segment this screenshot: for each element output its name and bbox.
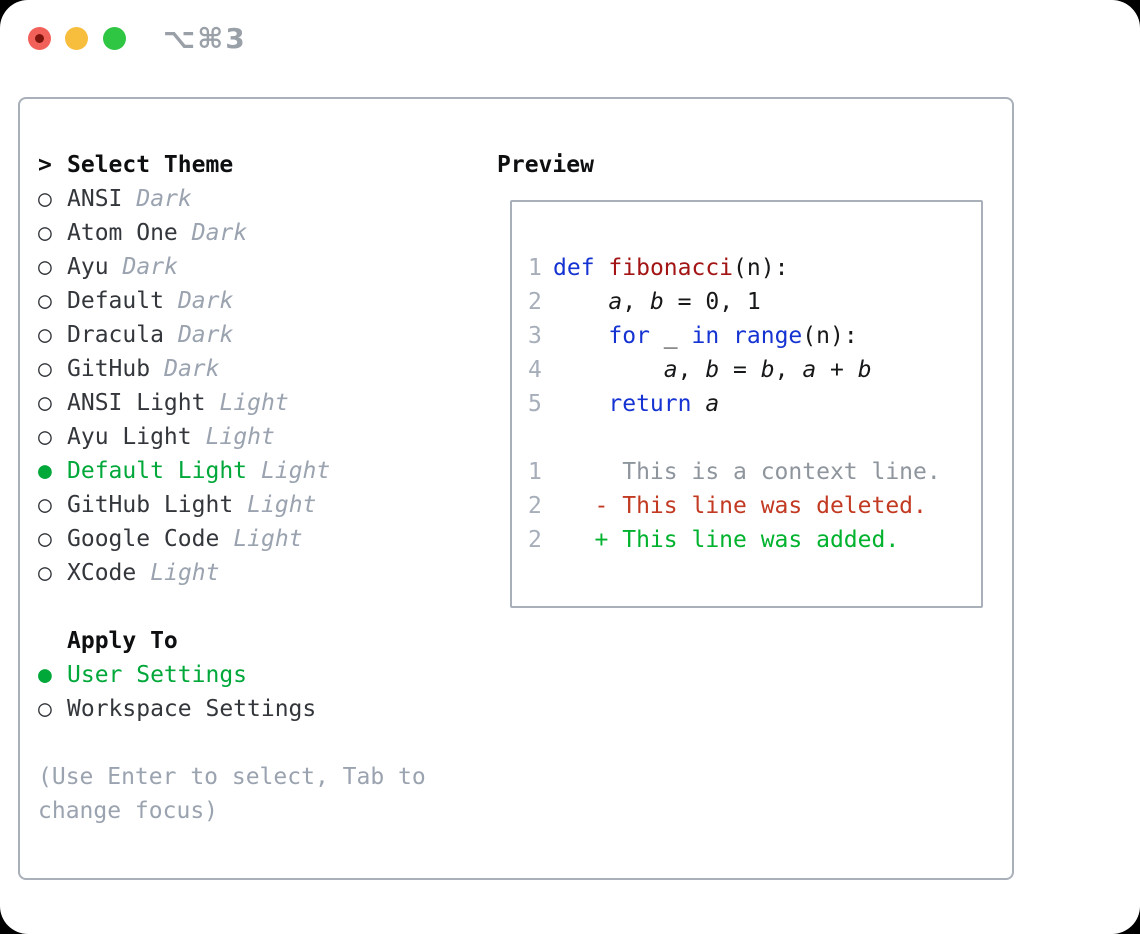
line-number: 1	[528, 255, 542, 281]
code-line: 4 a, b = b, a + b	[528, 353, 981, 387]
radio-unselected-icon: ○	[38, 322, 52, 348]
close-button[interactable]	[28, 27, 51, 50]
theme-option-label: GitHub Light	[67, 492, 234, 518]
line-number: 3	[528, 323, 542, 349]
theme-option-label: Ayu	[67, 254, 109, 280]
theme-option-google-code[interactable]: ○ Google Code Light	[38, 522, 470, 556]
radio-unselected-icon: ○	[38, 254, 52, 280]
radio-unselected-icon: ○	[38, 186, 52, 212]
theme-option-ansi[interactable]: ○ ANSI Dark	[38, 182, 470, 216]
radio-selected-icon: ●	[38, 458, 52, 484]
code-text: a, b = 0, 1	[608, 289, 761, 315]
theme-option-dracula[interactable]: ○ Dracula Dark	[38, 318, 470, 352]
theme-variant-badge: Dark	[191, 220, 248, 246]
theme-option-ansi-light[interactable]: ○ ANSI Light Light	[38, 386, 470, 420]
code-text: return a	[608, 391, 720, 417]
theme-variant-badge: Light	[205, 424, 275, 450]
theme-option-label: Default Light	[67, 458, 248, 484]
theme-variant-badge: Dark	[122, 254, 178, 280]
theme-option-label: XCode	[67, 560, 137, 586]
select-theme-header: > Select Theme	[38, 148, 470, 182]
theme-variant-badge: Light	[247, 492, 317, 518]
theme-option-label: Ayu Light	[67, 424, 192, 450]
diff-line-add: 2 + This line was added.	[528, 523, 981, 557]
apply-to-header: Apply To	[38, 624, 470, 658]
code-text: for _ in range(n):	[608, 323, 858, 349]
theme-option-label: Dracula	[67, 322, 164, 348]
radio-unselected-icon: ○	[38, 424, 52, 450]
theme-variant-badge: Light	[233, 526, 303, 552]
radio-unselected-icon: ○	[38, 390, 52, 416]
line-number: 4	[528, 357, 542, 383]
apply-to-title: Apply To	[67, 628, 178, 654]
apply-option-label: Workspace Settings	[67, 696, 317, 722]
spacer	[38, 624, 67, 658]
code-line: 2 a, b = 0, 1	[528, 285, 981, 319]
code-text: a, b = b, a + b	[663, 357, 872, 383]
diff-line-ctx: 1 This is a context line.	[528, 455, 981, 489]
zoom-button[interactable]	[103, 27, 126, 50]
radio-unselected-icon: ○	[38, 560, 52, 586]
radio-selected-icon: ●	[38, 662, 52, 688]
select-theme-title: Select Theme	[67, 152, 234, 178]
theme-option-label: Default	[67, 288, 164, 314]
line-number: 2	[528, 527, 542, 553]
theme-option-ayu-light[interactable]: ○ Ayu Light Light	[38, 420, 470, 454]
theme-variant-badge: Light	[261, 458, 331, 484]
cursor-caret-icon: >	[38, 152, 52, 178]
code-line: 1 def fibonacci(n):	[528, 251, 981, 285]
spacer	[528, 421, 981, 455]
code-line: 5 return a	[528, 387, 981, 421]
theme-variant-badge: Light	[150, 560, 220, 586]
theme-variant-badge: Dark	[177, 322, 234, 348]
minimize-button[interactable]	[65, 27, 88, 50]
code-line: 3 for _ in range(n):	[528, 319, 981, 353]
preview-title: Preview	[497, 152, 594, 178]
help-text: (Use Enter to select, Tab to change focu…	[38, 764, 426, 824]
diff-text: + This line was added.	[553, 527, 900, 553]
theme-option-label: Google Code	[67, 526, 220, 552]
theme-option-github[interactable]: ○ GitHub Dark	[38, 352, 470, 386]
apply-option-label: User Settings	[67, 662, 248, 688]
code-text: def fibonacci(n):	[553, 255, 789, 281]
theme-option-xcode[interactable]: ○ XCode Light	[38, 556, 470, 590]
diff-preview: 1 This is a context line.2 - This line w…	[528, 455, 981, 557]
theme-option-label: Atom One	[67, 220, 178, 246]
diff-text: - This line was deleted.	[553, 493, 927, 519]
radio-unselected-icon: ○	[38, 220, 52, 246]
theme-option-github-light[interactable]: ○ GitHub Light Light	[38, 488, 470, 522]
theme-variant-badge: Dark	[164, 356, 220, 382]
theme-option-default-light[interactable]: ● Default Light Light	[38, 454, 470, 488]
radio-unselected-icon: ○	[38, 356, 52, 382]
theme-option-label: ANSI Light	[67, 390, 206, 416]
theme-option-label: ANSI	[67, 186, 123, 212]
theme-option-default[interactable]: ○ Default Dark	[38, 284, 470, 318]
theme-option-ayu[interactable]: ○ Ayu Dark	[38, 250, 470, 284]
diff-line-del: 2 - This line was deleted.	[528, 489, 981, 523]
theme-variant-badge: Dark	[136, 186, 192, 212]
window-title-shortcut: ⌥⌘3	[163, 22, 247, 55]
diff-text: This is a context line.	[553, 459, 941, 485]
apply-option-workspace-settings[interactable]: ○ Workspace Settings	[38, 692, 470, 726]
radio-unselected-icon: ○	[38, 492, 52, 518]
radio-unselected-icon: ○	[38, 696, 52, 722]
line-number: 2	[528, 289, 542, 315]
theme-variant-badge: Light	[219, 390, 289, 416]
radio-unselected-icon: ○	[38, 526, 52, 552]
theme-option-label: GitHub	[67, 356, 151, 382]
line-number: 2	[528, 493, 542, 519]
apply-to-list: ● User Settings ○ Workspace Settings	[38, 658, 470, 726]
line-number: 1	[528, 459, 542, 485]
radio-unselected-icon: ○	[38, 288, 52, 314]
spacer	[38, 590, 470, 624]
apply-option-user-settings[interactable]: ● User Settings	[38, 658, 470, 692]
line-number: 5	[528, 391, 542, 417]
theme-variant-badge: Dark	[177, 288, 234, 314]
theme-option-atom-one[interactable]: ○ Atom One Dark	[38, 216, 470, 250]
